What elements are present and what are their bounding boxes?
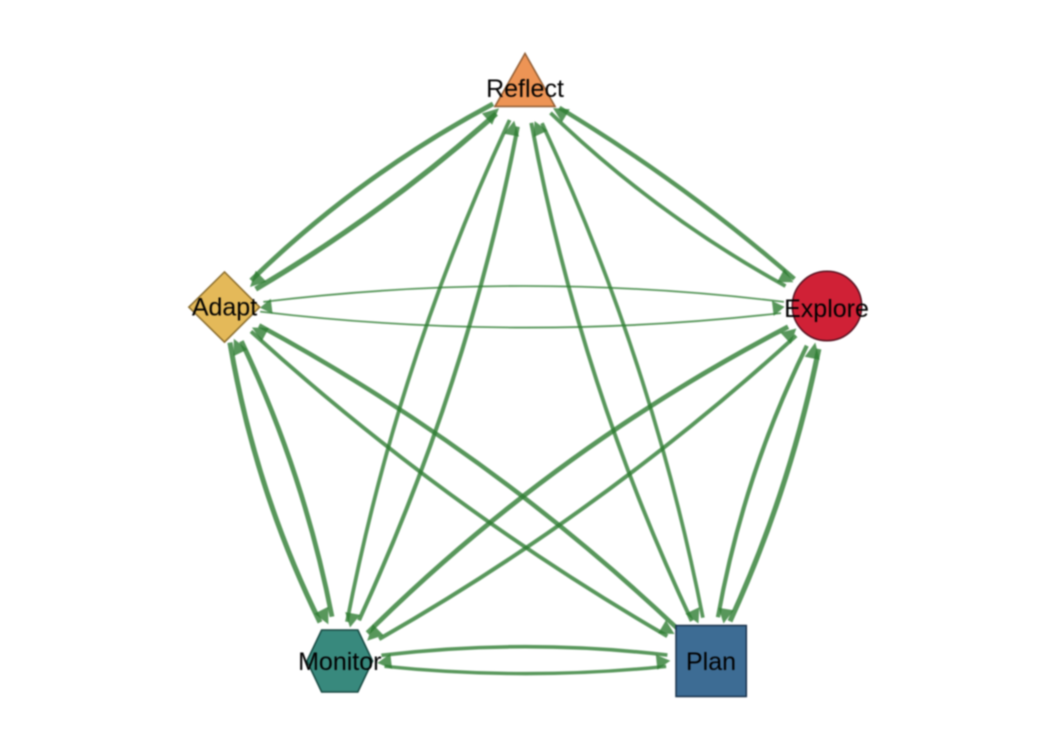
svg-text:Monitor: Monitor [298,648,381,676]
svg-text:Reflect: Reflect [486,75,564,103]
svg-text:Adapt: Adapt [192,294,257,322]
svg-text:Plan: Plan [686,648,736,676]
svg-text:Explore: Explore [784,295,869,323]
